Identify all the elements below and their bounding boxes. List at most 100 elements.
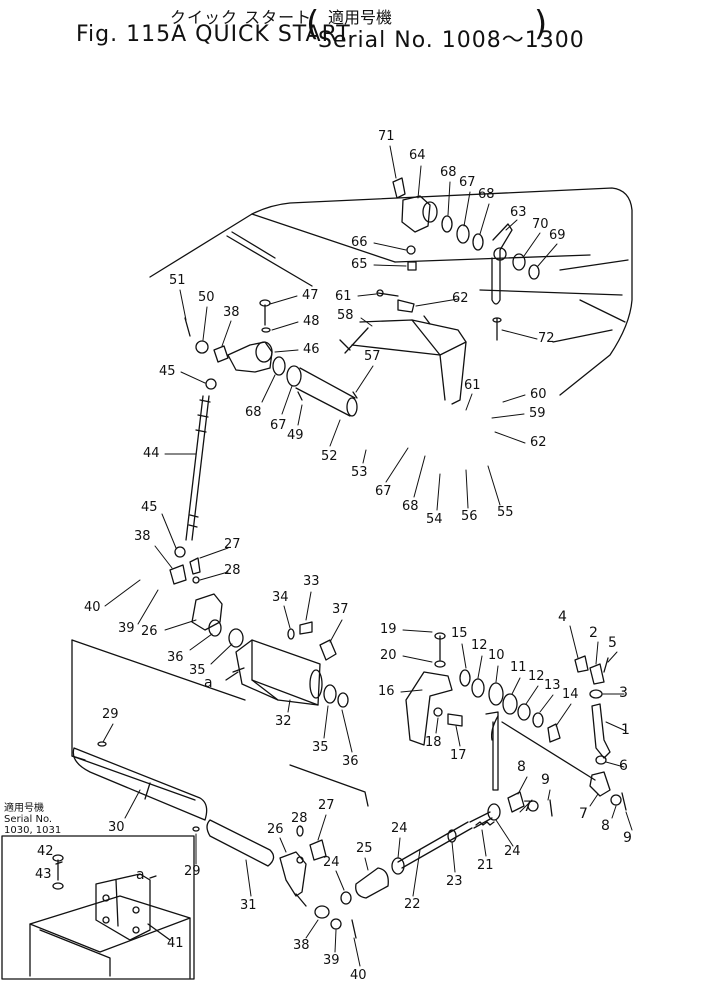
shaft-housing (339, 319, 467, 405)
serial-note-japanese: 適用号機 (328, 8, 393, 27)
part-callout-c43: 43 (35, 867, 52, 882)
part-callout-c31: 31 (240, 898, 257, 913)
part-callout-c58: 58 (337, 308, 354, 323)
part-callout-ca1: a (204, 675, 213, 691)
part-callout-c29b: 29 (184, 864, 201, 879)
figure-title: Fig. 115A QUICK START (76, 22, 351, 47)
part-callout-c18: 18 (425, 735, 442, 750)
part-callout-c67c: 67 (375, 484, 392, 499)
part-callout-c44: 44 (143, 446, 160, 461)
paren-left: ( (306, 4, 320, 44)
part-callout-c37: 37 (332, 602, 349, 617)
part-callout-c70: 70 (532, 217, 549, 232)
part-callout-c53: 53 (351, 465, 368, 480)
part-callout-c8a: 8 (517, 759, 526, 775)
part-callout-c5: 5 (608, 635, 617, 651)
part-callout-c9a: 9 (541, 772, 550, 788)
part-callout-c15: 15 (451, 626, 468, 641)
part-callout-c39a: 39 (118, 621, 135, 636)
cover-outline (149, 187, 633, 396)
right-middle-parts (405, 632, 596, 791)
part-callout-c60: 60 (530, 387, 547, 402)
part-callout-c41: 41 (167, 936, 184, 951)
part-callout-c56: 56 (461, 509, 478, 524)
part-callout-c26b: 26 (267, 822, 284, 837)
inset-serial-label: Serial No. (4, 814, 53, 825)
part-callout-c21: 21 (477, 858, 494, 873)
part-callout-c10: 10 (488, 648, 505, 663)
part-callout-c42: 42 (37, 844, 54, 859)
part-callout-c61a: 61 (335, 289, 352, 304)
part-callout-c22: 22 (404, 897, 421, 912)
part-callout-c40b: 40 (350, 968, 367, 983)
part-callout-c1: 1 (621, 722, 630, 738)
rod-44 (174, 395, 211, 558)
part-callout-c6: 6 (619, 758, 628, 774)
part-callout-c64: 64 (409, 148, 426, 163)
part-callout-c50: 50 (198, 290, 215, 305)
part-callout-c36b: 36 (342, 754, 359, 769)
part-callout-c62b: 62 (530, 435, 547, 450)
part-callout-c35b: 35 (312, 740, 329, 755)
upper-linkage-parts (376, 177, 540, 341)
part-callout-c68d: 68 (402, 499, 419, 514)
part-callout-c38a: 38 (223, 305, 240, 320)
part-callout-c27a: 27 (224, 537, 241, 552)
part-callout-c48: 48 (303, 314, 320, 329)
part-callout-c62a: 62 (452, 291, 469, 306)
part-callout-c66: 66 (351, 235, 368, 250)
part-callout-c20: 20 (380, 648, 397, 663)
title-japanese: クイック スタート (170, 8, 313, 27)
part-callout-c45b: 45 (141, 500, 158, 515)
part-callout-c28a: 28 (224, 563, 241, 578)
part-callout-c26a: 26 (141, 624, 158, 639)
part-callout-c24b: 24 (504, 844, 521, 859)
part-callout-c24c: 24 (323, 855, 340, 870)
part-callout-c12b: 12 (528, 669, 545, 684)
leader-lines (102, 145, 633, 967)
part-callout-c68b: 68 (478, 187, 495, 202)
part-callout-c38c: 38 (293, 938, 310, 953)
part-callout-c30: 30 (108, 820, 125, 835)
part-callout-c57: 57 (364, 349, 381, 364)
part-callout-c4: 4 (558, 609, 567, 625)
part-callout-ca2: a (136, 867, 145, 883)
part-callout-c52: 52 (321, 449, 338, 464)
part-callout-c47: 47 (302, 288, 319, 303)
part-callout-c16: 16 (378, 684, 395, 699)
part-callout-c67b: 67 (270, 418, 287, 433)
part-callout-c32: 32 (275, 714, 292, 729)
part-callout-c19: 19 (380, 622, 397, 637)
lower-left-parts (169, 557, 349, 708)
lower-rod-parts (279, 791, 553, 939)
shaft-panel (71, 639, 369, 867)
part-callout-c46: 46 (303, 342, 320, 357)
part-callout-c71: 71 (378, 129, 395, 144)
part-callout-c45a: 45 (159, 364, 176, 379)
part-callout-c59: 59 (529, 406, 546, 421)
part-callout-c8b: 8 (601, 818, 610, 834)
part-callout-c17: 17 (450, 748, 467, 763)
inset-box (1, 835, 195, 980)
part-callout-c69: 69 (549, 228, 566, 243)
paren-right: ) (534, 4, 548, 44)
part-callout-c28b: 28 (291, 811, 308, 826)
part-callout-c23: 23 (446, 874, 463, 889)
part-callout-c12a: 12 (471, 638, 488, 653)
part-callout-c40a: 40 (84, 600, 101, 615)
part-callout-c33: 33 (303, 574, 320, 589)
part-callout-c25: 25 (356, 841, 373, 856)
part-callout-c9b: 9 (623, 830, 632, 846)
part-callout-c51: 51 (169, 273, 186, 288)
part-callout-c35a: 35 (189, 663, 206, 678)
part-callout-c68c: 68 (245, 405, 262, 420)
part-callout-c39b: 39 (323, 953, 340, 968)
part-callout-c63: 63 (510, 205, 527, 220)
part-callout-c24a: 24 (391, 821, 408, 836)
part-callout-c72: 72 (538, 331, 555, 346)
part-callout-c49: 49 (287, 428, 304, 443)
part-callout-c29a: 29 (102, 707, 119, 722)
part-callout-c67a: 67 (459, 175, 476, 190)
left-upper-parts (184, 299, 358, 417)
part-callout-c27b: 27 (318, 798, 335, 813)
